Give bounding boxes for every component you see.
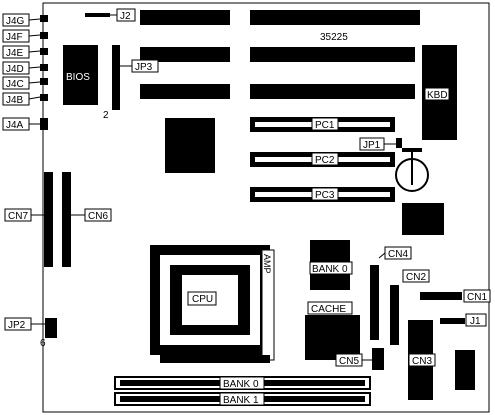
cn6-connector [62, 172, 71, 267]
j4e-label: J4E [6, 48, 24, 59]
j4b-label: J4B [6, 95, 24, 106]
cn1-connector [420, 292, 462, 300]
cn4-label: CN4 [388, 249, 408, 260]
cn3-label: CN3 [412, 356, 432, 367]
j4-connectors [40, 15, 48, 130]
jp3-pin-label: 2 [103, 110, 109, 121]
cn4-connector [370, 265, 379, 340]
board-id: 35225 [320, 32, 348, 43]
chipset-1 [165, 118, 215, 173]
cn5-connector [372, 348, 384, 370]
bios-label: BIOS [66, 72, 90, 83]
cache-label: CACHE [311, 304, 346, 315]
j4g-label: J4G [6, 16, 25, 27]
cn1-label: CN1 [467, 292, 487, 303]
jp3-label: JP3 [135, 62, 153, 73]
kbd-label: KBD [427, 90, 448, 101]
cn7-label: CN7 [8, 211, 28, 222]
pc1-label: PC1 [315, 120, 335, 131]
cache-sram [305, 315, 360, 360]
cn2-label: CN2 [406, 272, 426, 283]
bios-chip [63, 45, 98, 105]
jp2-connector [45, 318, 57, 338]
bank1-simm-label: BANK 1 [223, 395, 259, 406]
cn2-connector [390, 285, 399, 345]
j4c-label: J4C [6, 79, 24, 90]
pc2-label: PC2 [315, 155, 335, 166]
isa-slots [140, 10, 420, 99]
j2-label: J2 [120, 11, 131, 22]
jp2-label: JP2 [8, 320, 26, 331]
j4d-label: J4D [6, 64, 24, 75]
cn6-label: CN6 [88, 211, 108, 222]
amp-label: AMP [262, 254, 272, 274]
j4f-label: J4F [6, 32, 23, 43]
j1-connector [440, 318, 465, 324]
cpu-label: CPU [192, 294, 213, 305]
bank0-cache-label: BANK 0 [312, 264, 348, 275]
pc3-label: PC3 [315, 190, 335, 201]
j1-label: J1 [470, 316, 481, 327]
jp2-pin-label: 6 [40, 338, 46, 349]
jp1-label: JP1 [363, 140, 381, 151]
cn5-label: CN5 [339, 356, 359, 367]
j4a-label: J4A [6, 120, 24, 131]
cn7-connector [44, 172, 53, 267]
bank0-simm-label: BANK 0 [223, 379, 259, 390]
chipset-2 [402, 203, 444, 235]
